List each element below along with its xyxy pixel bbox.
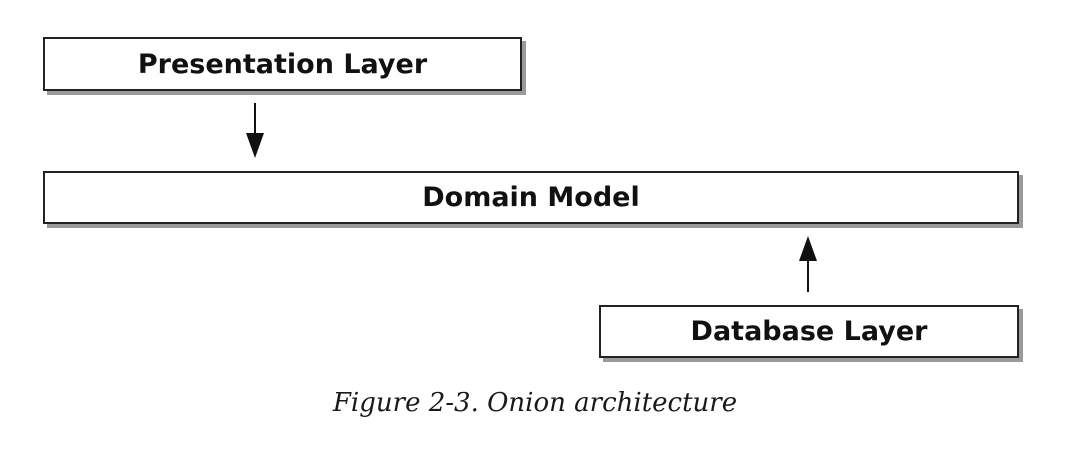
presentation-layer-label: Presentation Layer (137, 48, 428, 80)
database-layer-label: Database Layer (690, 316, 928, 347)
figure-caption: Figure 2-3. Onion architecture (332, 388, 738, 418)
database-layer-box: Database Layer (599, 305, 1019, 358)
domain-model-label: Domain Model (422, 182, 640, 213)
presentation-layer-box: Presentation Layer (43, 37, 522, 91)
arrow-presentation-to-domain (246, 103, 264, 158)
arrow-database-to-domain (799, 236, 817, 292)
domain-model-box: Domain Model (43, 171, 1019, 224)
